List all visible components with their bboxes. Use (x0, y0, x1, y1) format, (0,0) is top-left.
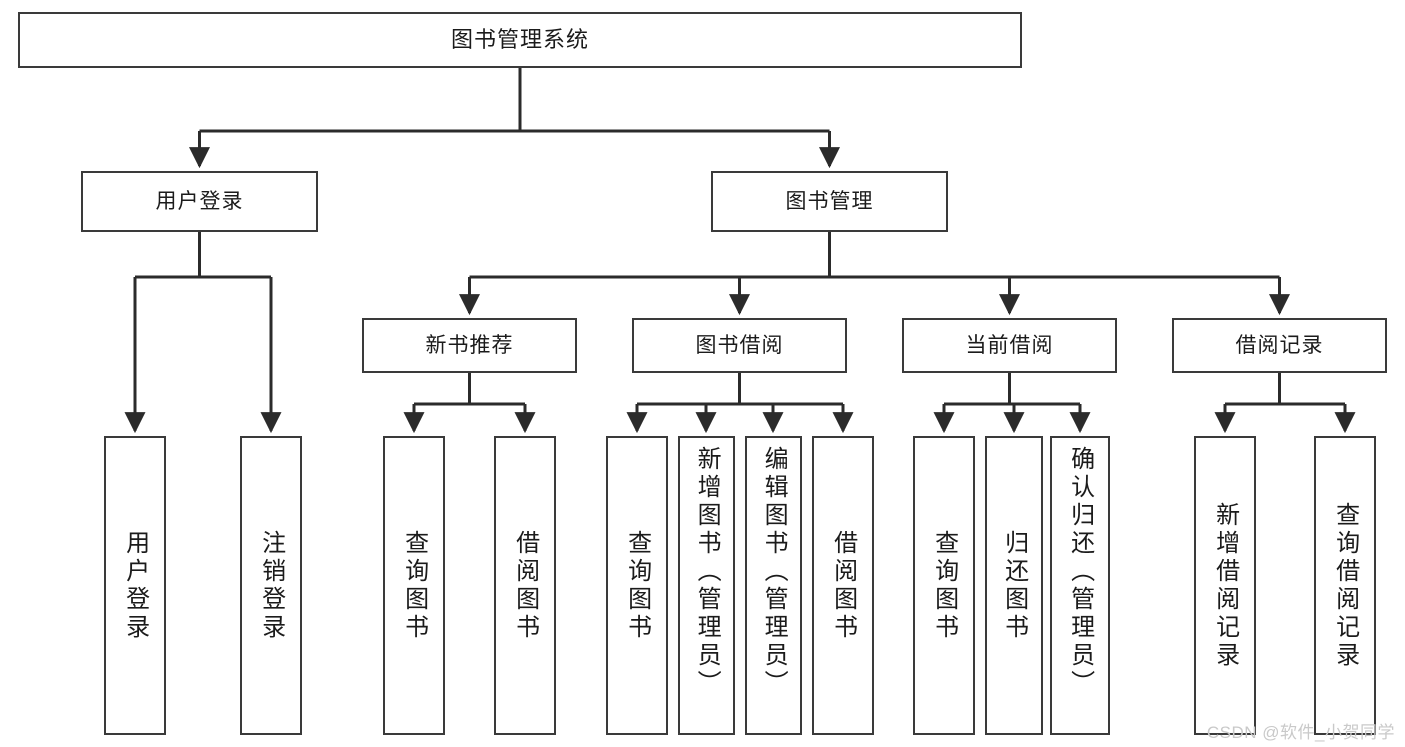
watermark-text: CSDN @软件_小贺同学 (1206, 723, 1395, 742)
leaf-label: 归还图书 (1000, 529, 1028, 642)
leaf-label: 查询图书 (400, 529, 428, 642)
leaf-label: 查询图书 (623, 529, 651, 642)
node-borrow-record[interactable]: 借阅记录 (1172, 318, 1387, 373)
leaf-user-login[interactable]: 用户登录 (104, 436, 166, 735)
node-new-book-recommend[interactable]: 新书推荐 (362, 318, 577, 373)
node-user-login[interactable]: 用户登录 (81, 171, 318, 232)
leaf-label: 新增图书（管理员） (693, 446, 721, 698)
leaf-label: 查询图书 (930, 529, 958, 642)
leaf-query-book-borrow[interactable]: 查询图书 (606, 436, 668, 735)
node-label: 新书推荐 (425, 333, 514, 357)
node-label: 图书管理系统 (450, 26, 589, 52)
leaf-query-borrow-record[interactable]: 查询借阅记录 (1314, 436, 1376, 735)
leaf-query-book-recommend[interactable]: 查询图书 (383, 436, 445, 735)
leaf-query-book-current[interactable]: 查询图书 (913, 436, 975, 735)
leaf-add-borrow-record[interactable]: 新增借阅记录 (1194, 436, 1256, 735)
leaf-label: 借阅图书 (511, 529, 539, 642)
leaf-borrow-book[interactable]: 借阅图书 (812, 436, 874, 735)
node-label: 当前借阅 (965, 333, 1054, 357)
leaf-logout[interactable]: 注销登录 (240, 436, 302, 735)
node-label: 用户登录 (155, 189, 244, 213)
leaf-label: 新增借阅记录 (1211, 501, 1239, 670)
leaf-label: 借阅图书 (829, 529, 857, 642)
node-label: 图书管理 (785, 189, 874, 213)
node-label: 图书借阅 (695, 333, 784, 357)
leaf-label: 注销登录 (257, 529, 285, 642)
leaf-label: 查询借阅记录 (1331, 501, 1359, 670)
leaf-edit-book[interactable]: 编辑图书（管理员） (745, 436, 802, 735)
leaf-label: 编辑图书（管理员） (760, 446, 788, 698)
leaf-label: 确认归还（管理员） (1066, 446, 1094, 698)
leaf-add-book[interactable]: 新增图书（管理员） (678, 436, 735, 735)
node-root-system[interactable]: 图书管理系统 (18, 12, 1022, 68)
leaf-confirm-return[interactable]: 确认归还（管理员） (1050, 436, 1110, 735)
node-label: 借阅记录 (1235, 333, 1324, 357)
node-book-borrow[interactable]: 图书借阅 (632, 318, 847, 373)
node-current-borrow[interactable]: 当前借阅 (902, 318, 1117, 373)
leaf-return-book[interactable]: 归还图书 (985, 436, 1043, 735)
leaf-label: 用户登录 (121, 529, 149, 642)
leaf-borrow-book-recommend[interactable]: 借阅图书 (494, 436, 556, 735)
node-book-management[interactable]: 图书管理 (711, 171, 948, 232)
